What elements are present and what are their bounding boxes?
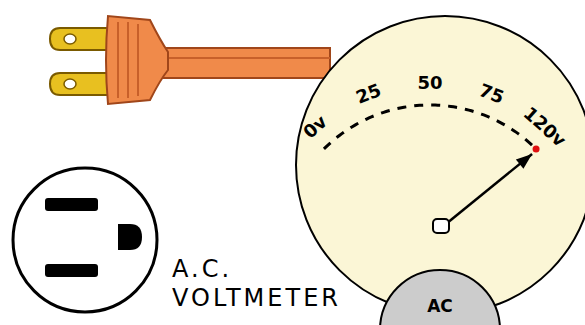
needle-pivot <box>433 219 449 233</box>
meter-type-label: AC <box>427 298 453 315</box>
needle <box>441 154 532 228</box>
plug-grip <box>118 22 138 98</box>
outlet <box>13 168 157 312</box>
meter-dial: 0v255075120vAC <box>295 15 585 315</box>
scale-arc <box>324 105 536 149</box>
badge-semicircle <box>380 270 500 325</box>
cord-shade <box>160 57 330 59</box>
prong-hole <box>64 34 76 44</box>
outlet-face <box>13 168 157 312</box>
outlet-slot <box>45 198 98 211</box>
power-cord <box>160 48 330 78</box>
cord <box>160 48 330 78</box>
plug-body <box>106 16 168 104</box>
needle-head <box>516 154 532 169</box>
plug <box>50 16 168 104</box>
scale-number: 50 <box>417 74 442 92</box>
diagram-caption-label: A.C. VOLTMETER <box>172 255 382 313</box>
prong <box>50 73 112 95</box>
outlet-slot <box>45 264 98 277</box>
prong-hole <box>64 79 76 89</box>
prong <box>50 28 112 50</box>
ground-hole <box>118 224 142 250</box>
red-mark <box>533 145 540 152</box>
ac-badge: AC <box>380 270 500 325</box>
